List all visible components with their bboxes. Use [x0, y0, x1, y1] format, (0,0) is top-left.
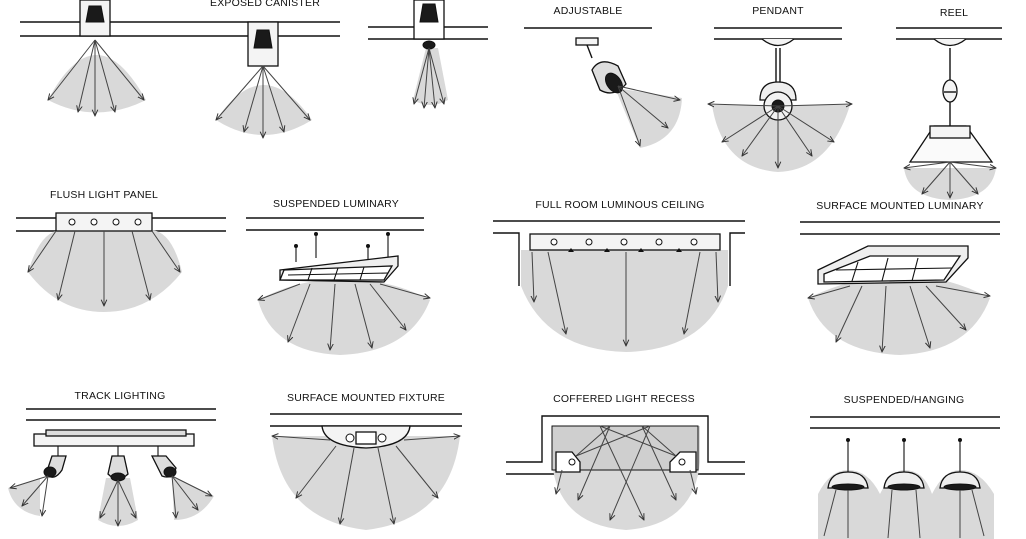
label-surface-mounted-fixture: SURFACE MOUNTED FIXTURE — [287, 392, 445, 404]
suspended-luminary-diagram: SUSPENDED LUMINARY — [246, 198, 430, 355]
label-track-lighting: TRACK LIGHTING — [75, 390, 166, 402]
reel-diagram: REEL — [896, 7, 1002, 200]
label-coffered-light-recess: COFFERED LIGHT RECESS — [553, 393, 695, 405]
suspended-hanging-diagram: SUSPENDED/HANGING — [810, 394, 1000, 539]
surface-mounted-fixture-diagram: SURFACE MOUNTED FIXTURE — [270, 392, 462, 530]
label-reel: REEL — [940, 7, 968, 19]
adjustable-diagram: ADJUSTABLE — [524, 5, 682, 148]
label-surface-mounted-luminary: SURFACE MOUNTED LUMINARY — [816, 200, 983, 212]
label-pendant: PENDANT — [752, 5, 804, 17]
pendant-diagram: PENDANT — [708, 5, 852, 172]
label-exposed-canister: EXPOSED CANISTER — [210, 0, 320, 9]
label-adjustable: ADJUSTABLE — [554, 5, 623, 17]
label-full-room-luminous-ceiling: FULL ROOM LUMINOUS CEILING — [535, 199, 704, 211]
full-room-luminous-ceiling-diagram: FULL ROOM LUMINOUS CEILING — [493, 199, 745, 352]
surface-mounted-luminary-diagram: SURFACE MOUNTED LUMINARY — [800, 200, 1000, 355]
label-suspended-luminary: SUSPENDED LUMINARY — [273, 198, 399, 210]
recessed-downlight-diagram — [368, 0, 488, 108]
flush-light-panel-diagram: FLUSH LIGHT PANEL — [16, 189, 226, 312]
label-flush-light-panel: FLUSH LIGHT PANEL — [50, 189, 158, 201]
exposed-canister-diagram: EXPOSED CANISTER — [20, 0, 340, 138]
track-lighting-diagram: TRACK LIGHTING — [8, 390, 216, 526]
label-suspended-hanging: SUSPENDED/HANGING — [844, 394, 965, 406]
coffered-light-recess-diagram: COFFERED LIGHT RECESS — [506, 393, 745, 530]
